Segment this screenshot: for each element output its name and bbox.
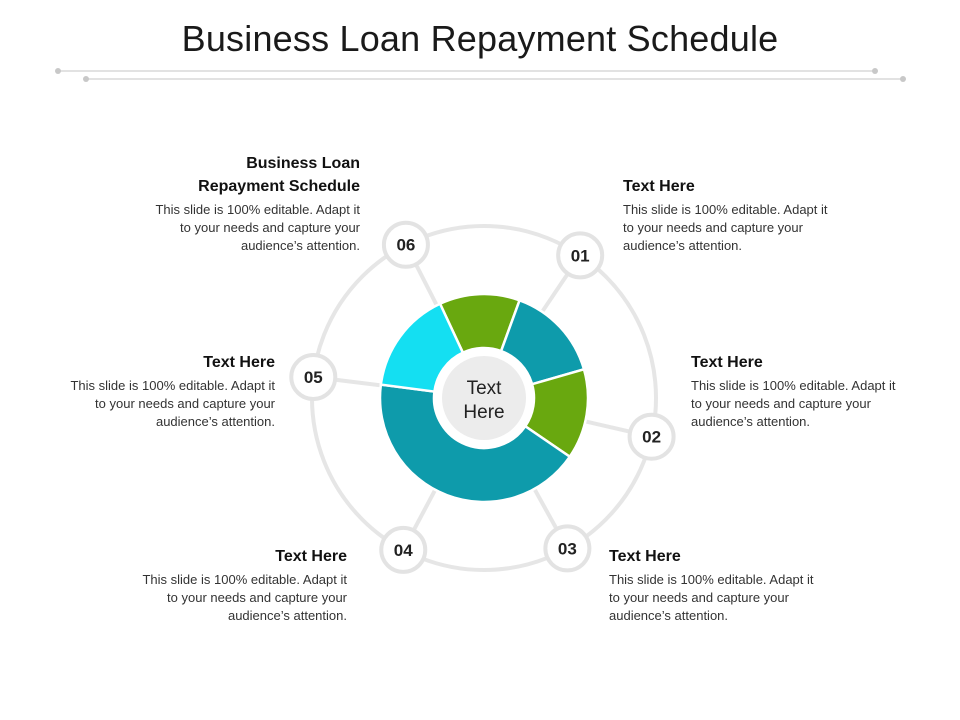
step-number-03: 03 xyxy=(558,539,577,558)
step-05-line-3: audience’s attention. xyxy=(155,414,275,429)
step-04-line-1: This slide is 100% editable. Adapt it xyxy=(142,572,347,587)
step-node-circle-01 xyxy=(556,231,605,280)
step-number-01: 01 xyxy=(571,246,590,265)
step-04-line-3: audience’s attention. xyxy=(227,608,347,623)
step-01-heading: Text Here xyxy=(623,178,695,195)
step-05-line-1: This slide is 100% editable. Adapt it xyxy=(70,378,275,393)
step-number-02: 02 xyxy=(642,428,661,447)
step-03-line-2: to your needs and capture your xyxy=(609,590,789,605)
step-02-line-1: This slide is 100% editable. Adapt it xyxy=(691,378,896,393)
step-06-text: Business Loan Repayment Schedule This sl… xyxy=(120,152,360,255)
step-02-heading: Text Here xyxy=(691,354,763,371)
step-number-06: 06 xyxy=(396,236,415,255)
step-02-line-3: audience’s attention. xyxy=(691,414,811,429)
step-06-line-3: audience’s attention. xyxy=(240,238,360,253)
step-05-heading: Text Here xyxy=(203,354,275,371)
step-02-description: This slide is 100% editable. Adapt it to… xyxy=(691,377,931,431)
step-06-description: This slide is 100% editable. Adapt it to… xyxy=(120,201,360,255)
step-node-06: 06 xyxy=(381,220,430,269)
step-number-04: 04 xyxy=(394,541,413,560)
step-03-text: Text Here This slide is 100% editable. A… xyxy=(609,545,849,625)
step-node-01: 01 xyxy=(556,231,605,280)
step-04-line-2: to your needs and capture your xyxy=(167,590,347,605)
step-node-circle-02 xyxy=(627,412,676,461)
step-03-heading: Text Here xyxy=(609,548,681,565)
step-03-line-1: This slide is 100% editable. Adapt it xyxy=(609,572,814,587)
step-node-circle-05 xyxy=(289,353,338,402)
step-node-circle-04 xyxy=(379,525,428,574)
step-node-04: 04 xyxy=(379,525,428,574)
step-03-description: This slide is 100% editable. Adapt it to… xyxy=(609,571,849,625)
step-node-circle-06 xyxy=(381,220,430,269)
step-04-description: This slide is 100% editable. Adapt it to… xyxy=(107,571,347,625)
step-node-circle-03 xyxy=(543,524,592,573)
step-02-text: Text Here This slide is 100% editable. A… xyxy=(691,351,931,431)
step-06-heading-line-1: Business Loan xyxy=(246,155,360,172)
step-03-line-3: audience’s attention. xyxy=(609,608,729,623)
center-label-line-1: Text xyxy=(467,378,503,399)
step-04-heading: Text Here xyxy=(275,548,347,565)
step-06-line-2: to your needs and capture your xyxy=(180,220,360,235)
step-01-line-2: to your needs and capture your xyxy=(623,220,803,235)
step-05-line-2: to your needs and capture your xyxy=(95,396,275,411)
step-01-text: Text Here This slide is 100% editable. A… xyxy=(623,175,863,255)
step-nodes: 01 02 03 04 05 06 xyxy=(289,220,676,574)
step-02-line-2: to your needs and capture your xyxy=(691,396,871,411)
step-06-line-1: This slide is 100% editable. Adapt it xyxy=(155,202,360,217)
donut-chart xyxy=(378,292,590,504)
step-01-description: This slide is 100% editable. Adapt it to… xyxy=(623,201,863,255)
slide-title: Business Loan Repayment Schedule xyxy=(181,18,779,59)
step-01-line-3: audience’s attention. xyxy=(623,238,743,253)
step-node-02: 02 xyxy=(627,412,676,461)
step-05-text: Text Here This slide is 100% editable. A… xyxy=(35,351,275,431)
step-05-description: This slide is 100% editable. Adapt it to… xyxy=(35,377,275,431)
step-node-03: 03 xyxy=(543,524,592,573)
step-01-line-1: This slide is 100% editable. Adapt it xyxy=(623,202,828,217)
step-number-05: 05 xyxy=(304,368,323,387)
step-06-heading: Business Loan Repayment Schedule xyxy=(120,152,360,198)
center-hub-inner xyxy=(442,356,526,440)
step-06-heading-line-2: Repayment Schedule xyxy=(198,178,360,195)
step-node-05: 05 xyxy=(289,353,338,402)
step-04-text: Text Here This slide is 100% editable. A… xyxy=(107,545,347,625)
center-label-line-2: Here xyxy=(463,402,504,423)
title-divider xyxy=(55,68,906,82)
